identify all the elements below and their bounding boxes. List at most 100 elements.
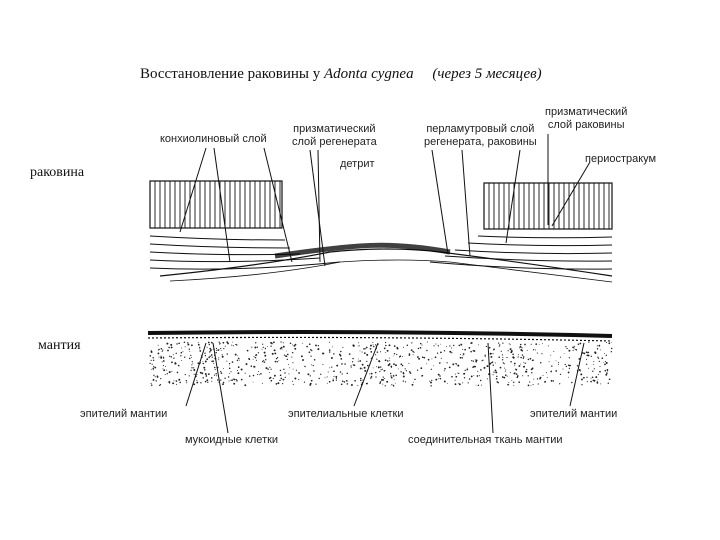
tissue-dot (490, 355, 493, 358)
tissue-dot (375, 354, 377, 356)
tissue-dot (177, 364, 180, 367)
label-prismatic-regenerate-line1: призматический (293, 123, 376, 135)
tissue-dot (573, 347, 575, 349)
tissue-dot (559, 383, 561, 385)
tissue-dot (559, 373, 562, 376)
tissue-dot (253, 356, 255, 358)
tissue-dot (176, 343, 178, 345)
tissue-dot (217, 349, 220, 351)
tissue-dot (274, 352, 277, 355)
label-mantle: мантия (38, 338, 81, 353)
title-main: Восстановление раковины у (140, 66, 321, 82)
tissue-dot (495, 371, 498, 374)
tissue-dot (262, 360, 264, 363)
tissue-dot (506, 375, 508, 377)
tissue-dot (258, 371, 260, 373)
tissue-dot (324, 377, 326, 379)
tissue-dot (593, 379, 596, 382)
tissue-dot (278, 360, 280, 362)
tissue-dot (261, 348, 263, 350)
regenerate-layers (159, 242, 613, 283)
tissue-dot (220, 370, 222, 373)
tissue-dot (385, 341, 387, 344)
tissue-dot (150, 351, 153, 353)
tissue-dot (389, 372, 392, 375)
tissue-dot (491, 353, 493, 355)
tissue-dot (311, 364, 313, 366)
tissue-dot (328, 351, 331, 353)
tissue-dot (437, 373, 440, 376)
tissue-dot (586, 354, 589, 357)
tissue-dot (430, 381, 432, 384)
tissue-dot (380, 366, 382, 368)
tissue-dot (240, 378, 243, 381)
tissue-dot (182, 351, 184, 353)
tissue-dot (206, 358, 209, 361)
tissue-dot (594, 352, 597, 354)
tissue-dot (197, 362, 200, 365)
tissue-dot (235, 343, 237, 346)
tissue-dot (328, 341, 330, 343)
tissue-dot (275, 357, 278, 360)
tissue-dot (347, 380, 349, 382)
tissue-dot (435, 343, 437, 345)
tissue-dot (395, 364, 397, 367)
tissue-dot (184, 346, 186, 348)
tissue-dot (193, 367, 195, 369)
tissue-dot (595, 376, 598, 379)
tissue-dot (237, 372, 240, 375)
tissue-dot (253, 365, 256, 368)
tissue-dot (354, 379, 356, 382)
tissue-dot (343, 381, 346, 383)
tissue-dot (196, 379, 198, 381)
title-note: (через 5 месяцев) (432, 66, 542, 82)
tissue-dot (206, 346, 208, 348)
tissue-dot (606, 372, 608, 374)
tissue-dot (512, 381, 515, 384)
tissue-dot (270, 379, 273, 382)
tissue-dot (435, 378, 438, 381)
tissue-dot (211, 380, 213, 382)
tissue-dot (484, 354, 486, 356)
tissue-dot (340, 358, 343, 360)
tissue-dot (328, 349, 331, 351)
tissue-dot (515, 373, 518, 375)
tissue-dot (384, 385, 386, 387)
tissue-dot (541, 353, 543, 355)
tissue-dot (151, 368, 153, 370)
tissue-dot (157, 344, 159, 346)
tissue-dot (486, 365, 489, 368)
tissue-dot (440, 351, 442, 354)
tissue-dot (255, 354, 257, 356)
tissue-dot (509, 344, 511, 346)
tissue-dot (203, 366, 206, 369)
tissue-dot (565, 365, 568, 368)
tissue-dot (366, 364, 369, 367)
tissue-dot (604, 353, 605, 355)
tissue-dot (291, 356, 293, 358)
tissue-dot (521, 347, 523, 349)
tissue-dot (199, 348, 201, 350)
tissue-dot (413, 351, 415, 353)
tissue-dot (486, 378, 488, 380)
tissue-dot (214, 369, 216, 371)
label-epithelial-cells: эпителиальные клетки (288, 408, 404, 420)
tissue-dot (279, 374, 282, 377)
tissue-dot (361, 363, 364, 366)
tissue-dot (393, 385, 395, 387)
tissue-dot (335, 375, 338, 378)
label-mantle-epithelium-right: эпителий мантии (530, 408, 618, 420)
tissue-dot (531, 359, 533, 361)
tissue-dot (545, 371, 548, 374)
tissue-dot (158, 348, 160, 351)
tissue-dot (463, 377, 466, 379)
tissue-dot (596, 348, 599, 350)
tissue-dot (518, 365, 521, 367)
tissue-dot (223, 368, 224, 370)
tissue-dot (417, 347, 420, 350)
tissue-dot (546, 377, 548, 378)
tissue-dot (502, 356, 504, 358)
tissue-dot (206, 379, 209, 382)
tissue-dot (536, 352, 538, 354)
label-detritus: детрит (340, 158, 375, 170)
